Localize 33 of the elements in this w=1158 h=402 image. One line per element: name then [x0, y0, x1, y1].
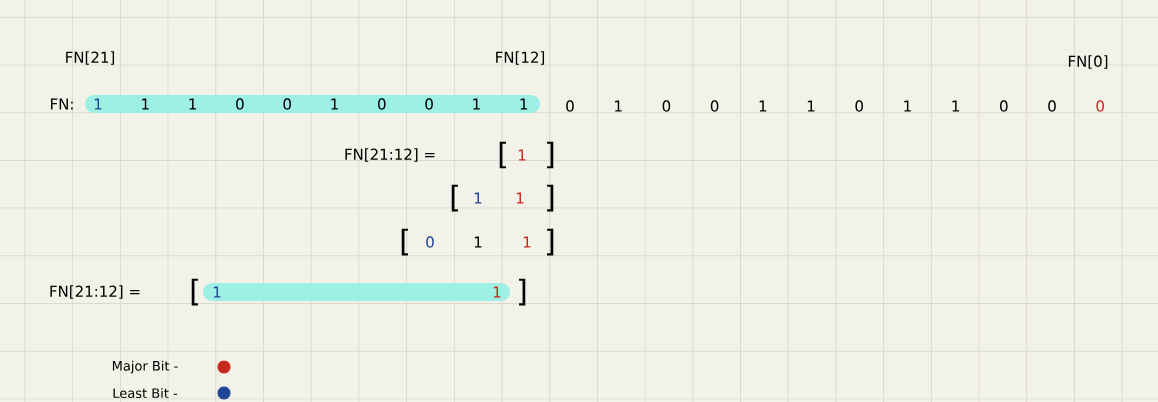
bit-digit: 0 — [1000, 100, 1008, 112]
bit-digit: 0 — [662, 100, 671, 112]
highlighted-bits: 1 1 — [203, 283, 510, 301]
bracket: [ — [451, 184, 458, 212]
bit-digit: 0 — [1096, 100, 1104, 112]
bit-digit: 1 — [523, 236, 531, 248]
bit-digit: 1 — [759, 100, 767, 112]
legend-text: Least Bit - — [113, 387, 178, 399]
bit-digit: 1 — [474, 192, 482, 204]
highlighted-bits: 1 1 1 0 0 1 0 0 1 1 — [85, 95, 540, 113]
bit-digit: 1 — [474, 236, 482, 248]
bracket: [ — [499, 141, 506, 169]
legend-text: Major Bit - — [112, 360, 178, 374]
bit-digit: 0 — [1048, 100, 1056, 112]
bit-digit: 0 — [426, 236, 434, 248]
label-text: FN[21] — [66, 51, 114, 65]
label-text: FN[21:12] = — [50, 285, 140, 299]
bit-digit: 1 — [518, 149, 526, 161]
bit-digit: 0 — [855, 100, 863, 112]
bracket: ] — [547, 228, 554, 256]
bit-digit: 1 — [615, 100, 622, 112]
bracket: ] — [547, 141, 554, 169]
label-text: FN[0] — [1068, 55, 1108, 69]
bit-digit: 1 — [807, 100, 815, 112]
bit-digit: 0 — [566, 100, 574, 112]
bracket: ] — [547, 184, 554, 212]
bracket: [ — [401, 228, 408, 256]
label-text: FN[12] — [496, 51, 545, 65]
bit-digit: 1 — [904, 100, 911, 112]
label-text: FN[21:12] = — [345, 148, 435, 162]
bit-digit: 1 — [516, 192, 524, 204]
bit-digit: 1 — [952, 100, 959, 112]
bit-digit: 0 — [710, 100, 719, 112]
